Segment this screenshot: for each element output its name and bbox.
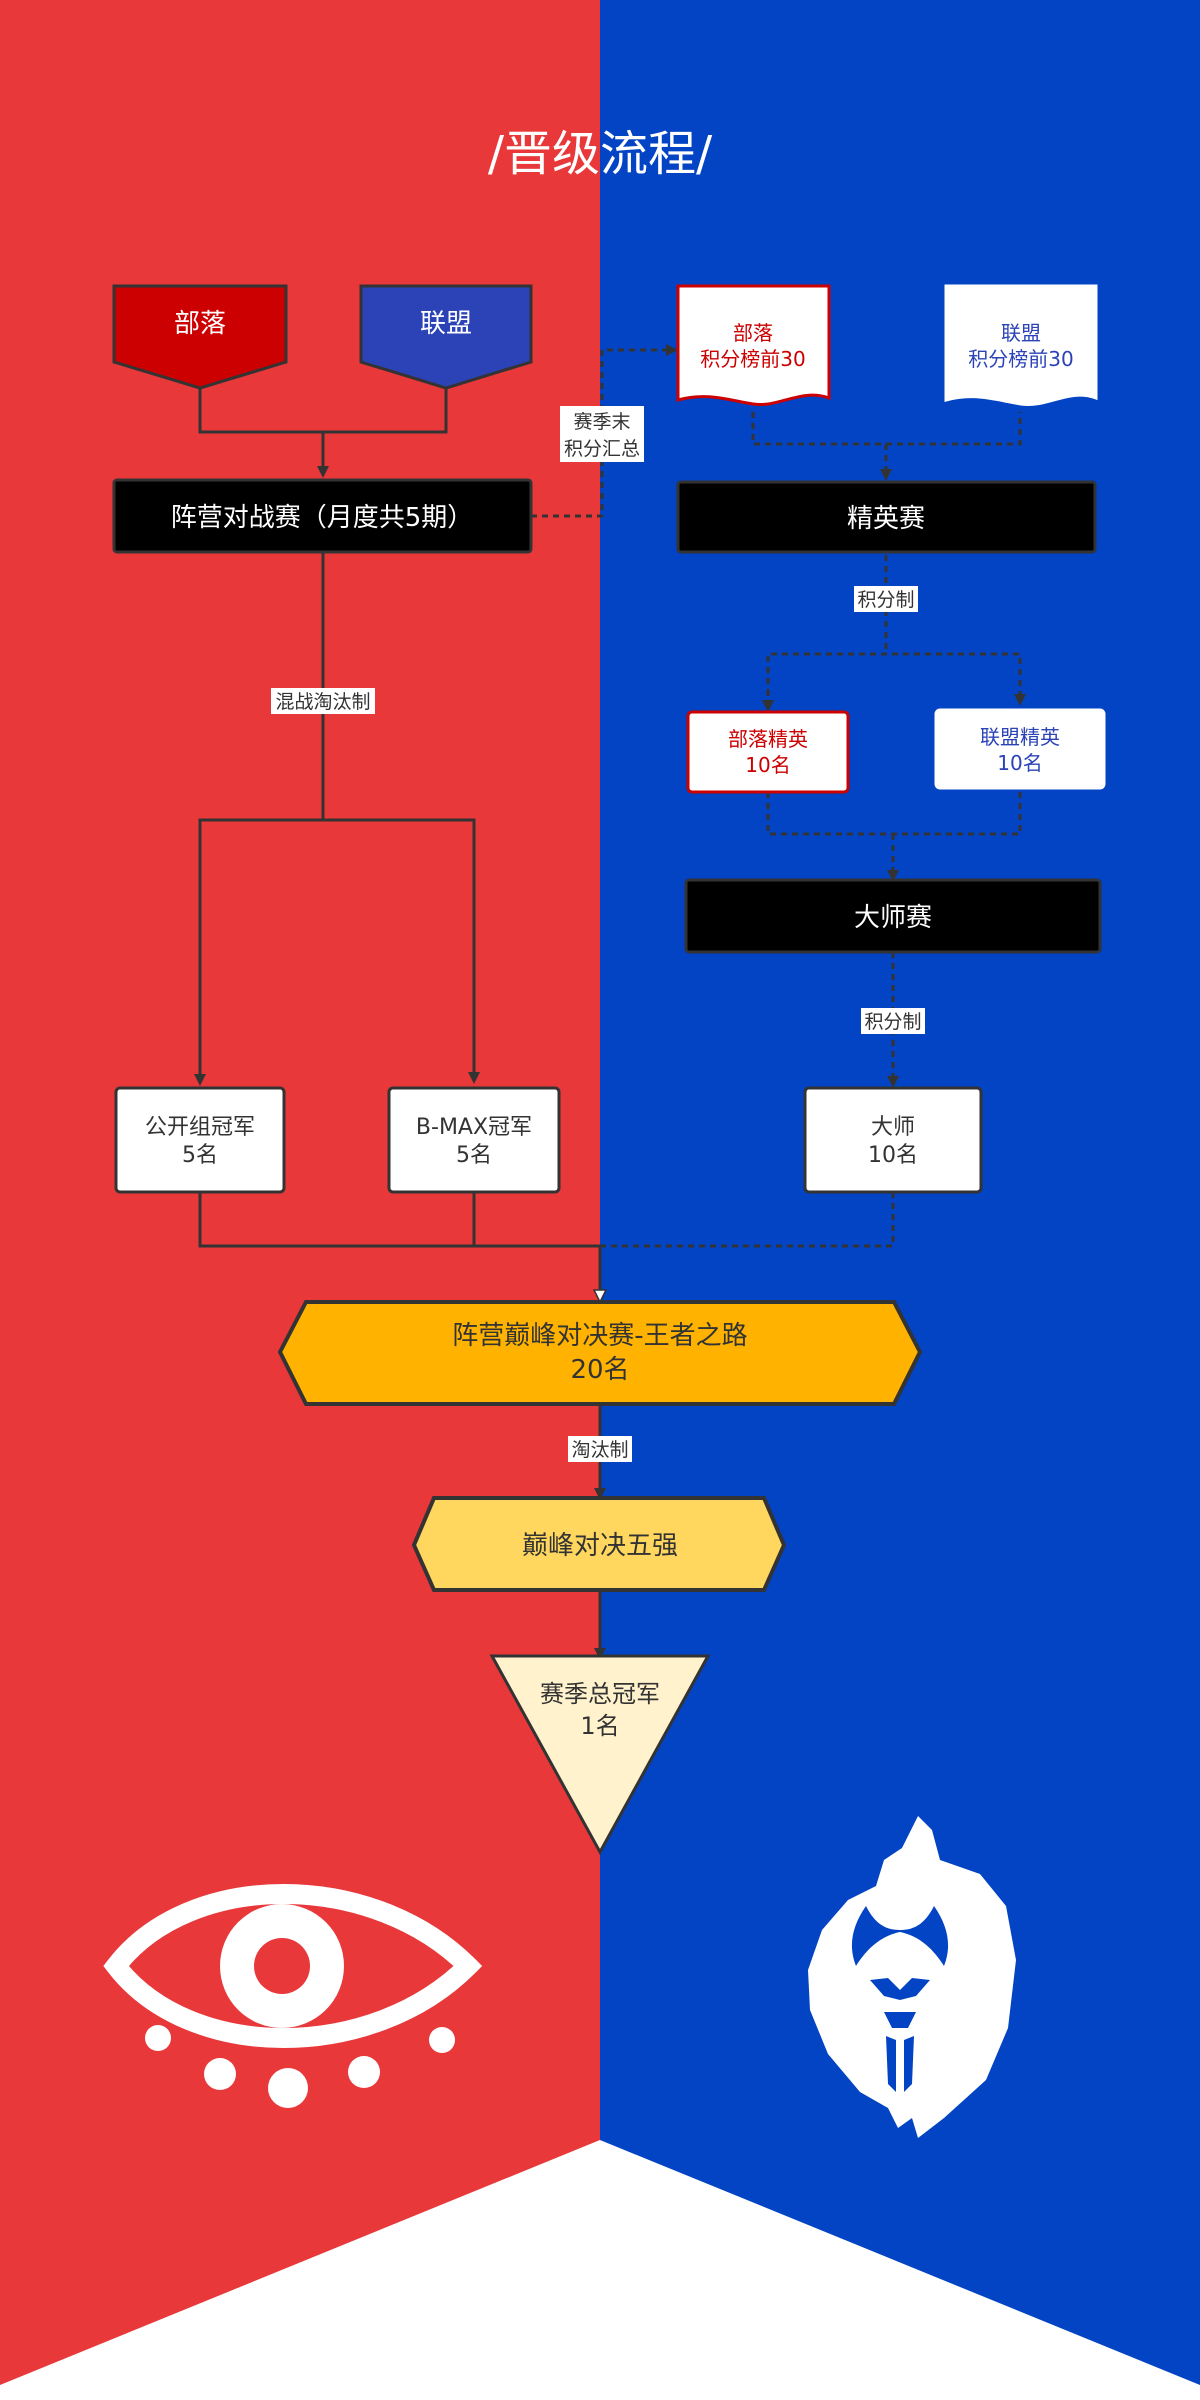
connectors [194,386,600,1660]
node-faction-battle: 阵营对战赛（月度共5期） [112,478,533,554]
node-peak-final-line1: 阵营巅峰对决赛-王者之路 [452,1321,747,1351]
node-master-match-label: 大师赛 [854,903,932,933]
node-alliance-elite-line1: 联盟精英 [980,725,1060,749]
node-tribe-top30: 部落 积分榜前30 [676,284,831,407]
node-peak-top5-label: 巅峰对决五强 [522,1531,678,1561]
node-master-line2: 10名 [868,1143,918,1168]
node-tribe-elite-line1: 部落精英 [728,727,808,751]
node-tribe-elite-line2: 10名 [745,753,790,777]
edge-label-elimination-text: 淘汰制 [571,1439,628,1461]
edge-label-elimination: 淘汰制 [568,1436,632,1462]
node-tribe-top30-line2: 积分榜前30 [700,347,805,371]
node-peak-top5: 巅峰对决五强 [411,1496,787,1592]
node-master-line1: 大师 [871,1115,915,1140]
edge-label-points-1-text: 积分制 [857,589,914,611]
node-alliance-elite-line2: 10名 [997,751,1042,775]
node-alliance-elite: 联盟精英 10名 [934,708,1106,790]
bottom-white-chevron [0,2140,1200,2400]
node-open-champion: 公开组冠军 5名 [114,1086,286,1194]
node-tribe-label: 部落 [174,309,226,339]
node-bmax-champion-line2: 5名 [456,1143,492,1168]
node-elite: 精英赛 [676,480,1097,554]
node-peak-final: 阵营巅峰对决赛-王者之路 20名 [277,1300,923,1406]
eye-icon [103,1884,483,2108]
node-season-champion-line1: 赛季总冠军 [540,1680,660,1708]
node-peak-final-line2: 20名 [570,1355,629,1385]
node-tribe-top30-line1: 部落 [733,321,773,345]
node-open-champion-line2: 5名 [182,1143,218,1168]
edge-split [198,818,480,1084]
node-season-champion-line2: 1名 [580,1712,619,1740]
edge-label-points-2: 积分制 [861,1008,925,1034]
node-master: 大师 10名 [803,1086,983,1194]
edge-label-season-end-line1: 赛季末 [573,411,630,433]
node-alliance-top30: 联盟 积分榜前30 [944,284,1098,407]
node-alliance-top30-line1: 联盟 [1001,321,1041,345]
edge-label-points-1: 积分制 [854,586,918,612]
node-season-champion: 赛季总冠军 1名 [489,1654,711,1856]
edge-label-season-end-line2: 积分汇总 [564,438,640,460]
node-alliance: 联盟 [359,284,533,390]
page-title: /晋级流程/ [488,126,713,182]
node-tribe-elite: 部落精英 10名 [686,710,850,794]
lion-head-icon [808,1816,1016,2138]
edge-label-season-end: 赛季末 积分汇总 [560,406,644,462]
edge-champions-merge [198,1192,600,1248]
node-bmax-champion: B-MAX冠军 5名 [387,1086,561,1194]
node-elite-label: 精英赛 [847,504,925,534]
edge-label-mixed-elimination: 混战淘汰制 [271,688,375,714]
edge-elite-split [766,652,1026,706]
node-open-champion-line1: 公开组冠军 [145,1115,255,1140]
edge-label-points-2-text: 积分制 [864,1011,921,1033]
node-bmax-champion-line1: B-MAX冠军 [416,1115,532,1140]
node-alliance-top30-line2: 积分榜前30 [968,347,1073,371]
edge-label-mixed-elimination-text: 混战淘汰制 [275,691,370,713]
node-faction-battle-label: 阵营对战赛（月度共5期） [171,503,474,533]
node-master-match: 大师赛 [684,878,1102,954]
node-tribe: 部落 [112,284,288,390]
node-alliance-label: 联盟 [420,309,472,339]
